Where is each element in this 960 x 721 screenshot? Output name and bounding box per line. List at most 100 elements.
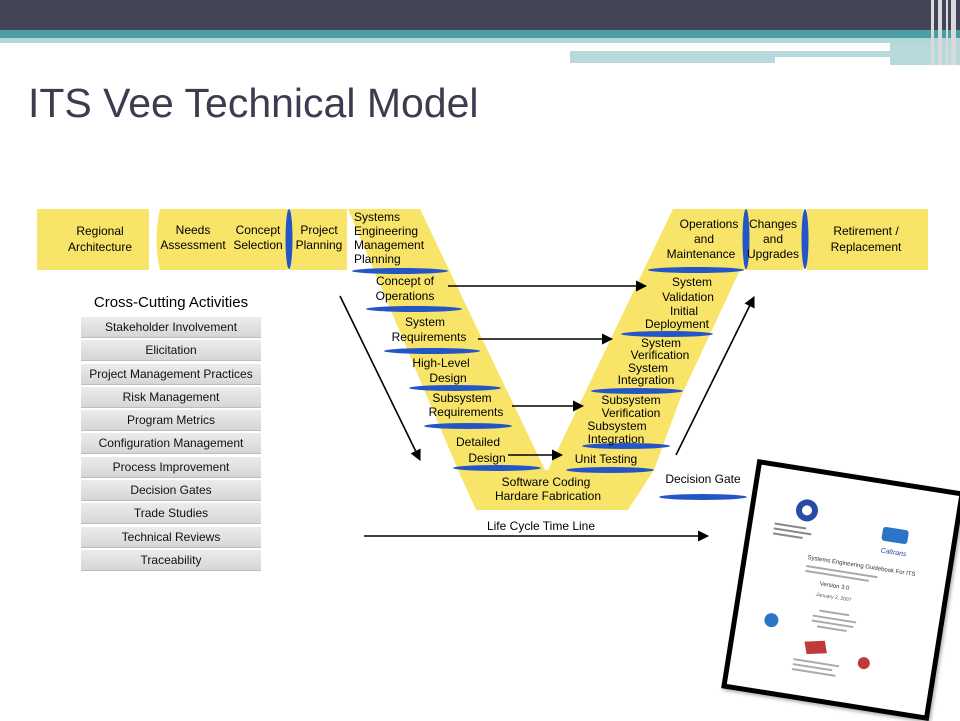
sem-label: Planning	[354, 252, 401, 266]
sem-label: Systems	[354, 210, 400, 224]
sysval-label: Validation	[662, 290, 714, 304]
activity-item: Stakeholder Involvement	[81, 317, 261, 338]
gate-separator	[566, 467, 654, 473]
activity-item: Technical Reviews	[81, 526, 261, 548]
band-needs-concept	[156, 209, 288, 270]
deploy-label: Initial	[670, 304, 698, 318]
needs-label: Needs	[176, 223, 211, 237]
header-bar	[0, 0, 960, 30]
cross-cutting-title: Cross-Cutting Activities	[93, 294, 249, 311]
changes-label: Upgrades	[747, 247, 799, 261]
vee-bottom	[462, 470, 654, 510]
decorative-line	[938, 0, 942, 65]
activity-item: Configuration Management	[81, 433, 261, 455]
project-label: Project	[300, 223, 338, 237]
detail-label: Design	[468, 451, 505, 465]
decorative-line	[931, 0, 934, 65]
sysreq-label: Requirements	[392, 330, 467, 344]
activity-item: Traceability	[81, 549, 261, 571]
decision-gate-marker	[659, 494, 747, 500]
subreq-label: Subsystem	[432, 391, 491, 405]
subver-label: Subsystem	[601, 393, 660, 407]
caltrans-logo-text: Caltrans	[880, 547, 907, 558]
gate-separator	[424, 423, 512, 429]
retire-label: Retirement /	[833, 224, 899, 238]
sysver-label: System	[641, 336, 681, 350]
subint-label: Subsystem	[587, 419, 646, 433]
document-date: January 2, 2007	[815, 592, 852, 604]
gate-separator	[591, 388, 683, 394]
guidebook-page: Caltrans Systems Engineering Guidebook F…	[764, 499, 916, 677]
decision-gate-label: Decision Gate	[665, 472, 741, 486]
decorative-line	[951, 0, 956, 65]
flow-arrow-down	[339, 295, 421, 462]
sysval-label: System	[672, 275, 712, 289]
accent-step	[570, 51, 960, 57]
gate-separator	[582, 443, 670, 449]
retire-label: Replacement	[831, 240, 902, 254]
gate-separator	[742, 209, 750, 269]
band-regional	[37, 209, 149, 270]
decorative-line	[946, 0, 948, 65]
slide-title: ITS Vee Technical Model	[28, 80, 479, 126]
accent-step	[570, 57, 775, 63]
activity-item: Decision Gates	[81, 480, 261, 502]
caltrans-logo-icon	[881, 526, 909, 545]
regional-label: Architecture	[68, 240, 132, 254]
sysver-label: Verification	[631, 348, 690, 362]
guidebook-document-thumbnail: Caltrans Systems Engineering Guidebook F…	[721, 459, 960, 721]
accent-step	[890, 43, 960, 65]
conops-label: Operations	[376, 289, 435, 303]
deploy-label: Deployment	[645, 317, 710, 331]
sysreq-label: System	[405, 315, 445, 329]
needs-label: Assessment	[160, 238, 226, 252]
vee-left-fill	[348, 209, 545, 470]
gate-separator	[621, 331, 713, 337]
hld-label: High-Level	[412, 356, 469, 370]
subver-label: Verification	[602, 406, 661, 420]
accent-step	[570, 43, 960, 51]
hld-label: Design	[429, 371, 466, 385]
changes-label: Changes	[749, 217, 797, 231]
gate-separator	[384, 348, 480, 354]
flag-logo-icon	[804, 640, 827, 655]
ops-label: and	[694, 232, 714, 246]
sysint-label: System	[628, 361, 668, 375]
ops-label: Maintenance	[667, 247, 736, 261]
gate-separator	[409, 385, 501, 391]
seal-logo-icon	[857, 657, 870, 670]
coding-label: Software Coding	[502, 475, 591, 489]
gate-separator	[285, 209, 293, 269]
activity-item: Program Metrics	[81, 410, 261, 432]
subreq-label: Requirements	[429, 405, 504, 419]
sysint-label: Integration	[618, 373, 675, 387]
accent-stripe-light	[0, 38, 960, 43]
timeline-label: Life Cycle Time Line	[487, 519, 595, 533]
unit-testing-label: Unit Testing	[575, 452, 637, 466]
conops-label: Concept of	[376, 274, 435, 288]
activity-item: Elicitation	[81, 340, 261, 362]
band-retire	[807, 209, 928, 270]
activity-item: Process Improvement	[81, 456, 261, 478]
coding-label: Hardare Fabrication	[495, 489, 601, 503]
accent-stripe	[0, 30, 960, 38]
concept-label: Concept	[236, 223, 281, 237]
activity-item: Project Management Practices	[81, 363, 261, 385]
gate-separator	[801, 209, 809, 269]
activity-item: Risk Management	[81, 386, 261, 408]
flow-arrow-up	[675, 295, 755, 456]
sem-label: Management	[354, 238, 425, 252]
subint-label: Integration	[588, 432, 645, 446]
vee-right-fill	[548, 209, 750, 470]
document-version: Version 3.0	[819, 581, 850, 592]
gate-separator	[352, 268, 448, 274]
cross-cutting-panel: Cross-Cutting Activities Stakeholder Inv…	[81, 294, 261, 573]
concept-label: Selection	[233, 238, 282, 252]
detail-label: Detailed	[456, 435, 500, 449]
gate-separator	[648, 267, 744, 273]
its-logo-icon	[764, 613, 779, 628]
regional-label: Regional	[76, 224, 123, 238]
changes-label: and	[763, 232, 783, 246]
